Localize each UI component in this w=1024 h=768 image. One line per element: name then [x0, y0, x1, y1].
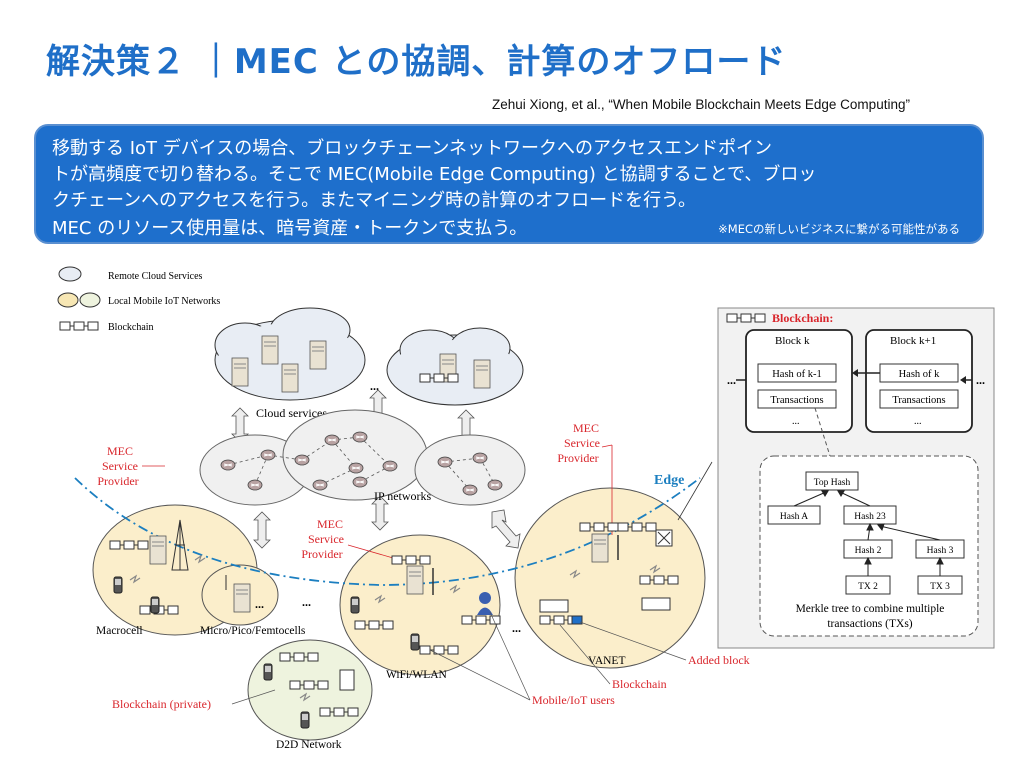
legend-chain-icon — [59, 321, 99, 331]
ellipsis-top: ... — [370, 379, 379, 393]
vanet-devices — [539, 522, 679, 625]
tx-2-label: TX 2 — [858, 582, 878, 592]
block-k-label: Block k — [775, 335, 810, 347]
citation: Zehui Xiong, et al., “When Mobile Blockc… — [492, 97, 910, 112]
edge-label: Edge — [654, 473, 684, 488]
block-k-ellipsis: ... — [792, 416, 800, 427]
cloud-services-label: Cloud services — [256, 406, 327, 420]
hash-a-label: Hash A — [780, 512, 808, 522]
mec-right-3: Provider — [557, 451, 598, 465]
hash-k-minus-1-label: Hash of k-1 — [772, 369, 822, 380]
callout-line-3: クチェーンへのアクセスを行う。またマイニング時の計算のオフロードを行う。 — [52, 190, 697, 211]
svg-text:...: ... — [727, 373, 736, 387]
mec-right-2: Service — [564, 436, 600, 450]
cloud-left — [214, 307, 366, 401]
mec-right-1: MEC — [573, 421, 599, 435]
added-block-label: Added block — [688, 653, 750, 667]
svg-text:...: ... — [512, 621, 521, 635]
hash-3-label: Hash 3 — [927, 546, 954, 556]
merkle-caption-1: Merkle tree to combine multiple — [796, 603, 945, 615]
svg-text:...: ... — [302, 595, 311, 609]
legend-local-label: Local Mobile IoT Networks — [108, 296, 220, 307]
wifi-label: WiFi/WLAN — [386, 669, 448, 681]
mec-center-2: Service — [308, 532, 344, 546]
top-hash-box — [805, 471, 859, 491]
legend-cloud-label: Remote Cloud Services — [108, 271, 203, 282]
mec-left-1: MEC — [107, 444, 133, 458]
wifi-devices — [350, 555, 501, 655]
d2d-devices — [263, 652, 359, 729]
ip-networks-label: IP networks — [374, 489, 432, 503]
legend-cloud-icon — [58, 266, 82, 282]
callout-note: ※MECの新しいビジネスに繋がる可能性がある — [718, 222, 960, 236]
legend-chain-label: Blockchain — [108, 322, 154, 333]
wifi-zone — [339, 534, 501, 676]
cloud-right — [386, 327, 524, 406]
blockchain-panel-title: Blockchain: — [772, 311, 833, 325]
svg-text:...: ... — [976, 373, 985, 387]
macrocell-label: Macrocell — [96, 625, 143, 637]
femtocell-label: Micro/Pico/Femtocells — [200, 625, 306, 637]
mec-center-3: Provider — [301, 547, 342, 561]
transactions-k-label: Transactions — [770, 395, 823, 406]
transactions-k1-label: Transactions — [892, 395, 945, 406]
merkle-caption-2: transactions (TXs) — [827, 618, 912, 630]
block-k1-ellipsis: ... — [914, 416, 922, 427]
blockchain-private-label: Blockchain (private) — [112, 697, 211, 711]
callout-line-1: 移動する IoT デバイスの場合、ブロックチェーンネットワークへのアクセスエンド… — [52, 138, 773, 159]
top-hash-label: Top Hash — [814, 478, 851, 488]
mec-left-3: Provider — [97, 474, 138, 488]
svg-text:...: ... — [255, 597, 264, 611]
hash-2-label: Hash 2 — [855, 546, 882, 556]
hash-k-label: Hash of k — [899, 369, 941, 380]
callout-box: 移動する IoT デバイスの場合、ブロックチェーンネットワークへのアクセスエンド… — [34, 124, 984, 244]
macrocell-devices — [109, 519, 251, 615]
tx-3-label: TX 3 — [930, 582, 950, 592]
mobile-users-label: Mobile/IoT users — [532, 693, 615, 707]
blockchain-label: Blockchain — [612, 677, 667, 691]
hash-23-label: Hash 23 — [854, 512, 886, 522]
vanet-label: VANET — [588, 655, 625, 667]
legend-local-icon — [57, 292, 79, 308]
callout-line-4: MEC のリソース使用量は、暗号資産・トークンで支払う。 — [52, 218, 528, 239]
ip-networks — [199, 409, 526, 506]
hash-k-minus-1-box — [757, 363, 837, 383]
mec-left-2: Service — [102, 459, 138, 473]
mec-center-1: MEC — [317, 517, 343, 531]
slide-title: 解決策２ ｜MEC との協調、計算のオフロード — [46, 42, 787, 82]
block-k1-label: Block k+1 — [890, 335, 936, 347]
d2d-label: D2D Network — [276, 739, 342, 751]
callout-line-2: トが高頻度で切り替わる。そこで MEC(Mobile Edge Computin… — [52, 164, 817, 185]
